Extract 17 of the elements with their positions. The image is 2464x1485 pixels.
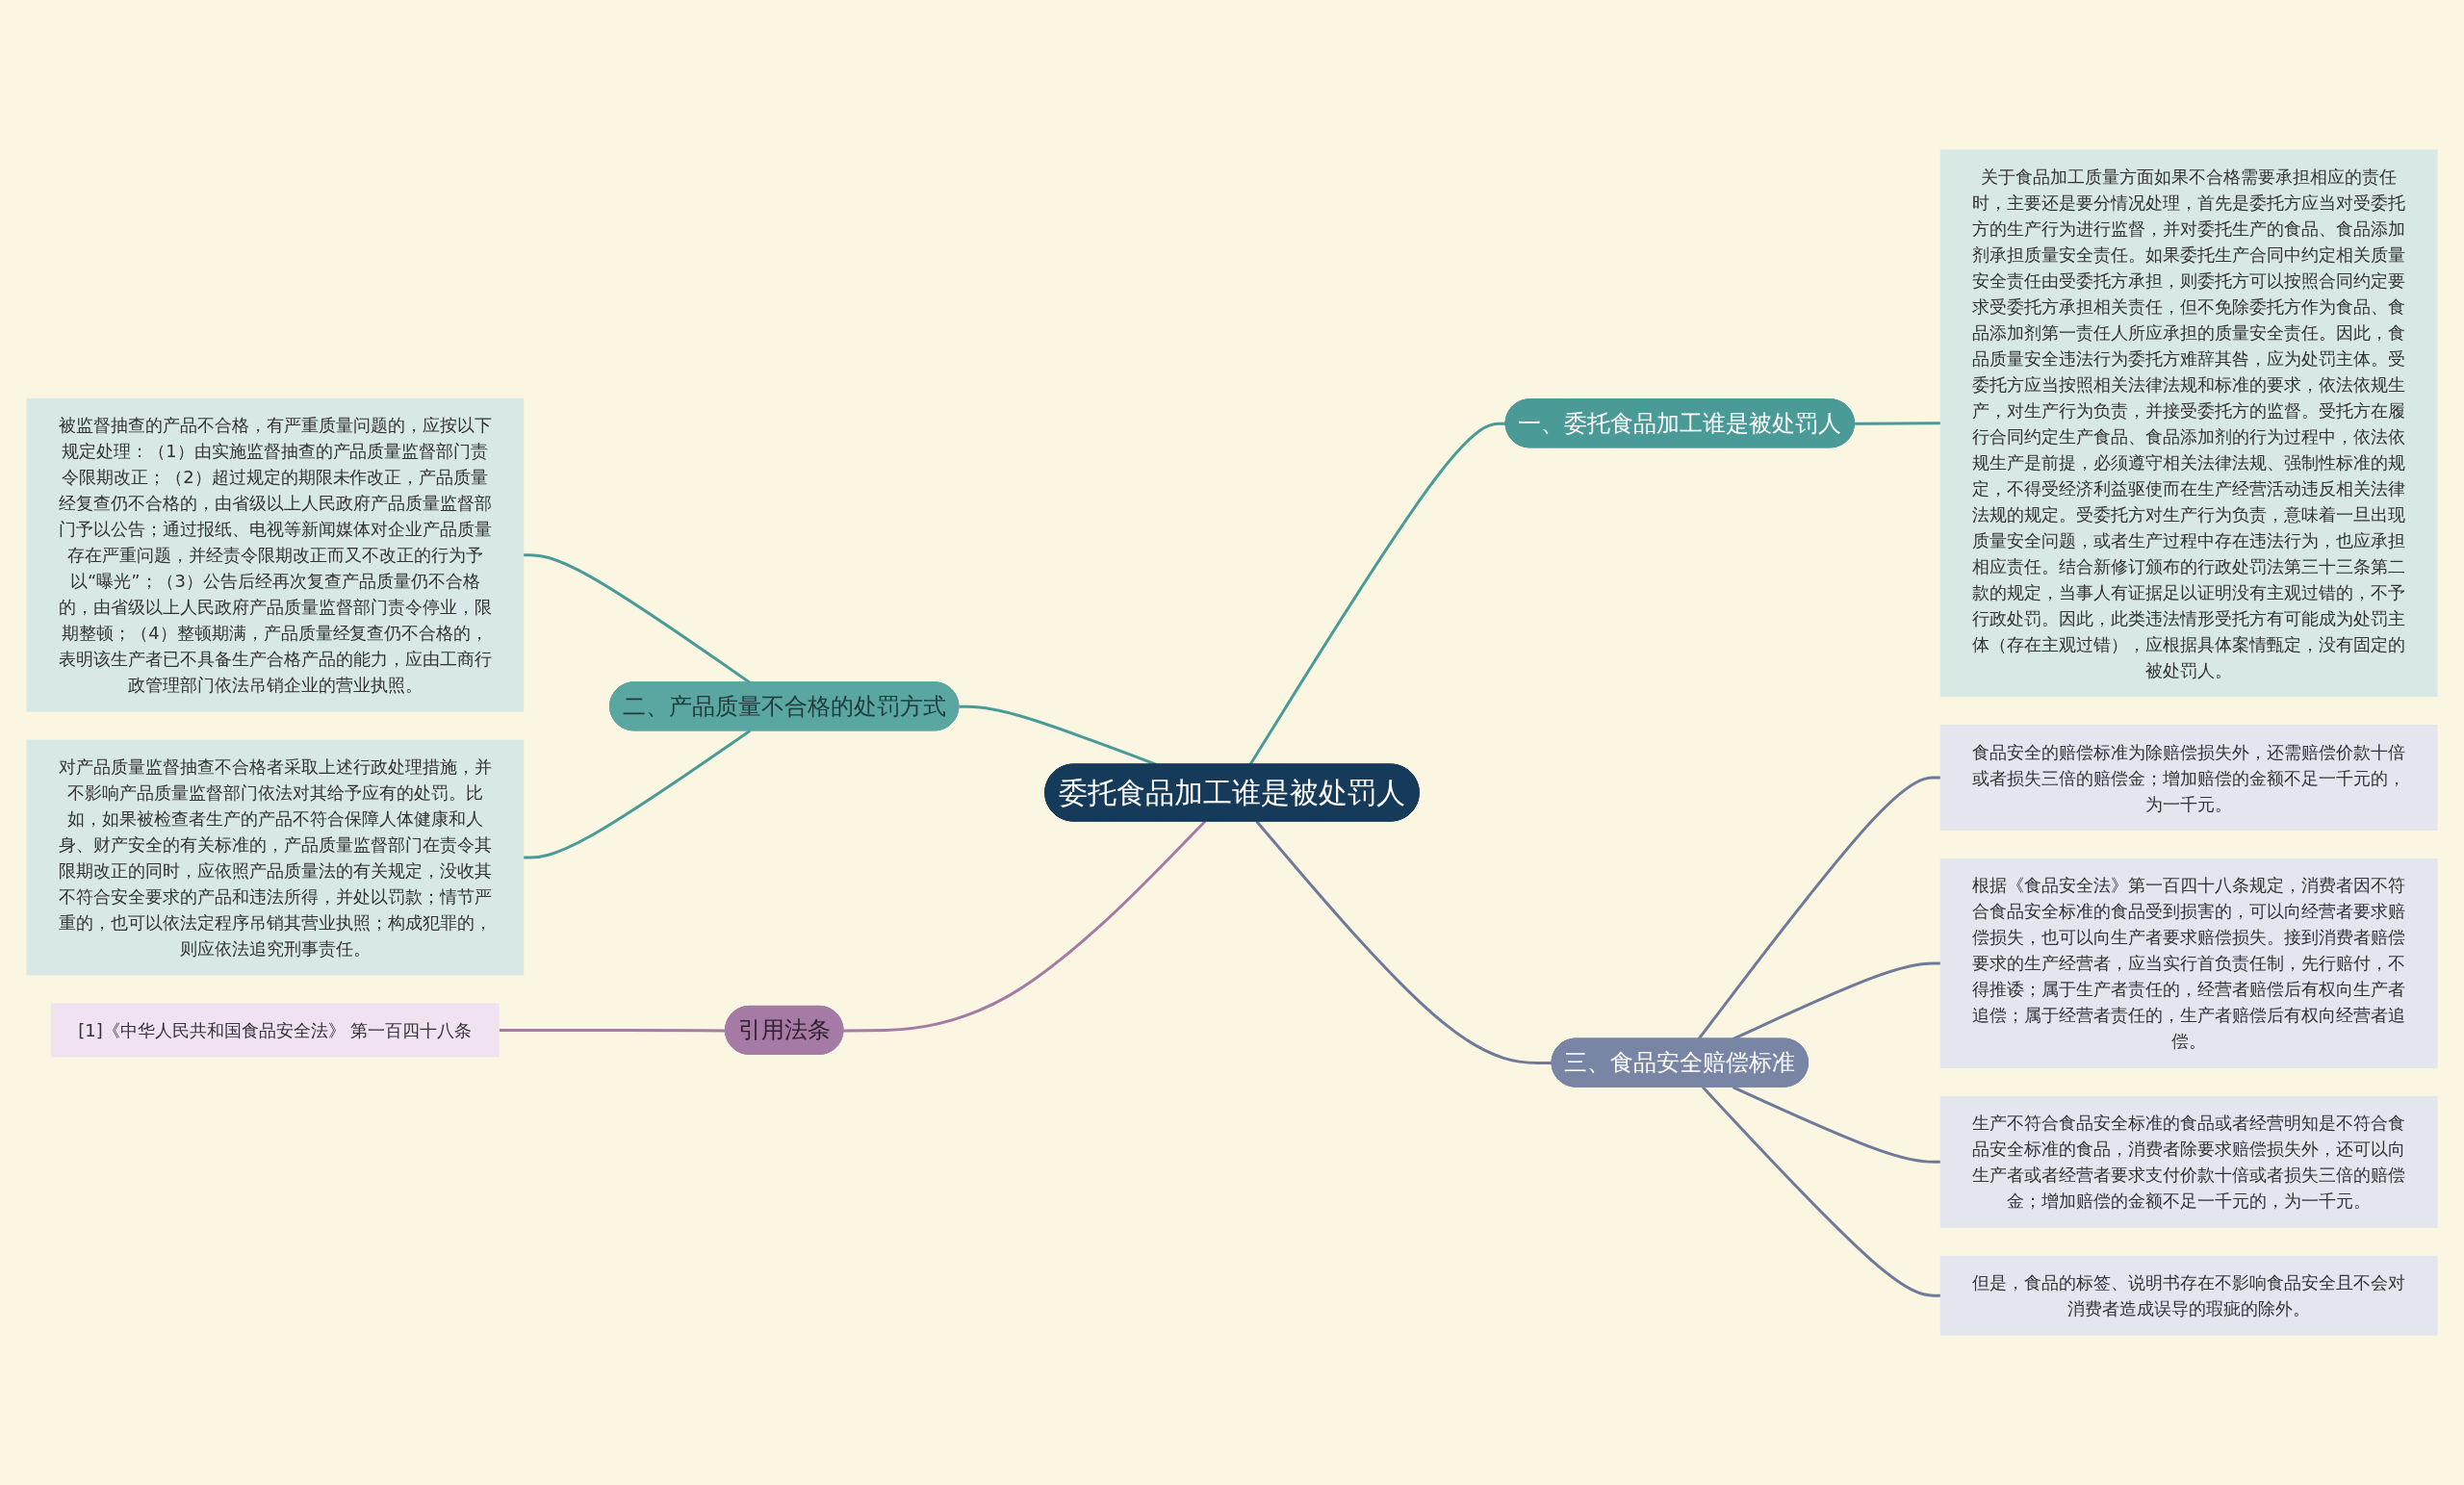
connector xyxy=(1702,1086,1941,1297)
connector xyxy=(1732,1086,1941,1164)
connector xyxy=(1854,422,1941,425)
node-box: 对产品质量监督抽查不合格者采取上述行政处理措施，并不影响产品质量监督部门依法对其给予应有的处罚。比如，如果被检查者生产的产品不符合保障人体健康和人身、财产安全的有关标准的，产品质量监督部门在责令其限期改正的同时，应依照产品质量法的有关规定，没收其不符合安全要求的产品和违法所得，并处以罚款；情节严重的，也可以依法定程序吊销其营业执照；构成犯罪的，则应依法追究刑事责任。 xyxy=(26,739,525,976)
connector xyxy=(523,730,752,859)
node-box: 根据《食品安全法》第一百四十八条规定，消费者因不符合食品安全标准的食品受到损害的，可以向经营者要求赔偿损失，也可以向生产者要求赔偿损失。接到消费者赔偿要求的生产经营者，应当实行首负责任制，先行赔付，不得推诿；属于生产者责任的，经营者赔偿后有权向生产者追偿；属于经营者责任的，生产者赔偿后有权向经营者追偿。 xyxy=(1939,858,2438,1068)
node-box: 生产不符合食品安全标准的食品或者经营明知是不符合食品安全标准的食品，消费者除要求赔偿损失外，还可以向生产者或者经营者要求支付价款十倍或者损失三倍的赔偿金；增加赔偿的金额不足一千元的，为一千元。 xyxy=(1939,1095,2438,1228)
node-box: 食品安全的赔偿标准为除赔偿损失外，还需赔偿价款十倍或者损失三倍的赔偿金；增加赔偿的金额不足一千元的，为一千元。 xyxy=(1939,725,2438,831)
node-box: 被监督抽查的产品不合格，有严重质量问题的，应按以下规定处理：（1）由实施监督抽查的产品质量监督部门责令限期改正；（2）超过规定的期限未作改正，产品质量经复查仍不合格的，由省级以上人民政府产品质量监督部门予以公告；通过报纸、电视等新闻媒体对企业产品质量存在严重问题，并经责令限期改正而又不改正的行为予以“曝光”；（3）公告后经再次复查产品质量仍不合格的，由省级以上人民政府产品质量监督部门责令停业，限期整顿；（4）整顿期满，产品质量经复查仍不合格的，表明该生产者已不具备生产合格产品的能力，应由工商行政管理部门依法吊销企业的营业执照。 xyxy=(26,397,525,712)
connector xyxy=(1255,820,1553,1064)
node-box: 但是，食品的标签、说明书存在不影响食品安全且不会对消费者造成误导的瑕疵的除外。 xyxy=(1939,1255,2438,1336)
connector xyxy=(1697,776,1941,1040)
connector xyxy=(843,820,1206,1033)
connector xyxy=(499,1028,727,1033)
node-box: [1]《中华人民共和国食品安全法》 第一百四十八条 xyxy=(50,1003,500,1058)
connector xyxy=(1732,961,1941,1040)
node-box: 关于食品加工质量方面如果不合格需要承担相应的责任时，主要还是要分情况处理，首先是委托方应当对受委托方的生产行为进行监督，并对委托生产的食品、食品添加剂承担质量安全责任。如果委托生产合同中约定相关质量安全责任由受委托方承担，则委托方可以按照合同约定要求受委托方承担相关责任，但不免除委托方作为食品、食品添加剂第一责任人所应承担的质量安全责任。因此，食品质量安全违法行为委托方难辞其咎，应为处罚主体。受委托方应当按照相关法律法规和标准的要求，依法依规生产，对生产行为负责，并接受委托方的监督。受托方在履行合同约定生产食品、食品添加剂的行为过程中，依法依规生产是前提，必须遵守相关法律法规、强制性标准的规定，不得受经济利益驱使而在生产经营活动违反相关法律法规的规定。受委托方对生产行为负责，意味着一旦出现质量安全问题，或者生产过程中存在违法行为，也应承担相应责任。结合新修订颁布的行政处罚法第三十三条第二款的规定，当事人有证据足以证明没有主观过错的，不予行政处罚。因此，此类违法情形受托方有可能成为处罚主体（存在主观过错），应根据具体案情甄定，没有固定的被处罚人。 xyxy=(1939,149,2438,697)
